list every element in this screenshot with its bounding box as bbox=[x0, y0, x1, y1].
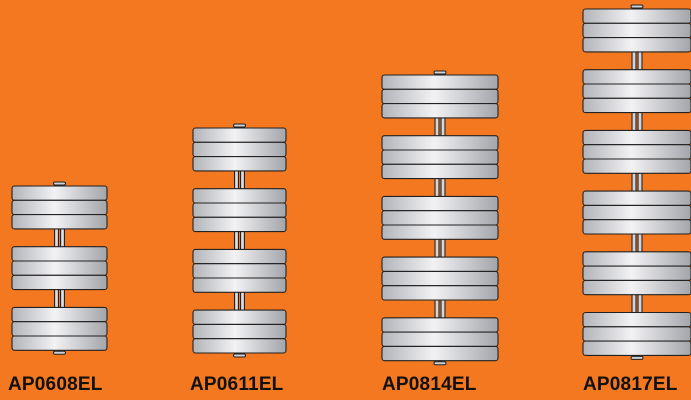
towel-bar bbox=[381, 256, 499, 272]
towel-bar bbox=[11, 185, 108, 201]
vertical-pipe bbox=[631, 5, 637, 359]
towel-bar bbox=[192, 156, 287, 172]
bottom-cap bbox=[630, 355, 644, 360]
towel-bar bbox=[192, 216, 287, 233]
towel-bar bbox=[11, 246, 108, 262]
towel-bar bbox=[11, 274, 108, 291]
bottom-cap bbox=[53, 350, 66, 355]
towel-bar bbox=[192, 188, 287, 204]
towel-bar bbox=[381, 331, 499, 347]
towel-bar bbox=[582, 279, 691, 296]
towel-bar bbox=[381, 210, 499, 226]
towel-bar bbox=[582, 219, 691, 235]
model-label-ap0814el: AP0814EL bbox=[382, 374, 477, 395]
radiator-ap0817el bbox=[582, 4, 691, 360]
radiator-ap0608el bbox=[11, 181, 108, 355]
model-label-ap0817el: AP0817EL bbox=[583, 374, 678, 395]
vertical-pipe bbox=[637, 5, 643, 359]
towel-bar bbox=[192, 202, 287, 218]
towel-bar bbox=[192, 263, 287, 279]
towel-bar bbox=[582, 326, 691, 342]
radiator-ap0611el bbox=[192, 123, 287, 358]
towel-bar bbox=[11, 306, 108, 323]
towel-bar bbox=[582, 265, 691, 281]
towel-bar bbox=[11, 260, 108, 276]
towel-bar bbox=[582, 311, 691, 328]
radiator-ap0814el bbox=[381, 70, 499, 366]
towel-bar bbox=[381, 103, 499, 119]
model-label-ap0611el: AP0611EL bbox=[190, 374, 284, 395]
towel-bar bbox=[381, 149, 499, 165]
towel-bar bbox=[381, 345, 499, 362]
bottom-cap bbox=[233, 353, 246, 358]
towel-bar bbox=[192, 323, 287, 340]
bottom-cap bbox=[433, 361, 447, 366]
towel-bar bbox=[582, 37, 691, 53]
towel-bar bbox=[192, 127, 287, 143]
towel-bar bbox=[582, 83, 691, 99]
towel-bar bbox=[11, 321, 108, 337]
towel-bar bbox=[582, 251, 691, 267]
towel-bar bbox=[381, 317, 499, 333]
towel-bar bbox=[582, 204, 691, 221]
towel-bar bbox=[192, 338, 287, 354]
towel-bar bbox=[192, 277, 287, 293]
top-cap bbox=[630, 4, 644, 9]
top-cap bbox=[53, 181, 66, 186]
towel-bar bbox=[582, 8, 691, 24]
towel-bar bbox=[11, 335, 108, 351]
towel-bar bbox=[582, 158, 691, 174]
towel-bar bbox=[11, 214, 108, 230]
towel-bar bbox=[582, 190, 691, 206]
towel-bar bbox=[192, 248, 287, 265]
towel-bar bbox=[381, 224, 499, 240]
towel-bar bbox=[582, 129, 691, 146]
towel-bar bbox=[381, 88, 499, 105]
towel-bar bbox=[381, 74, 499, 90]
towel-bar bbox=[192, 141, 287, 158]
towel-bar bbox=[582, 144, 691, 160]
top-cap bbox=[433, 70, 447, 75]
towel-bar bbox=[582, 22, 691, 39]
towel-bar bbox=[381, 163, 499, 180]
top-cap bbox=[233, 123, 246, 128]
towel-bar bbox=[582, 340, 691, 356]
model-label-ap0608el: AP0608EL bbox=[8, 374, 103, 395]
towel-bar bbox=[582, 97, 691, 114]
towel-bar bbox=[582, 69, 691, 85]
towel-bar bbox=[381, 195, 499, 212]
towel-bar bbox=[381, 270, 499, 287]
towel-bar bbox=[11, 199, 108, 216]
towel-bar bbox=[381, 285, 499, 301]
towel-bar bbox=[192, 309, 287, 325]
towel-bar bbox=[381, 135, 499, 151]
